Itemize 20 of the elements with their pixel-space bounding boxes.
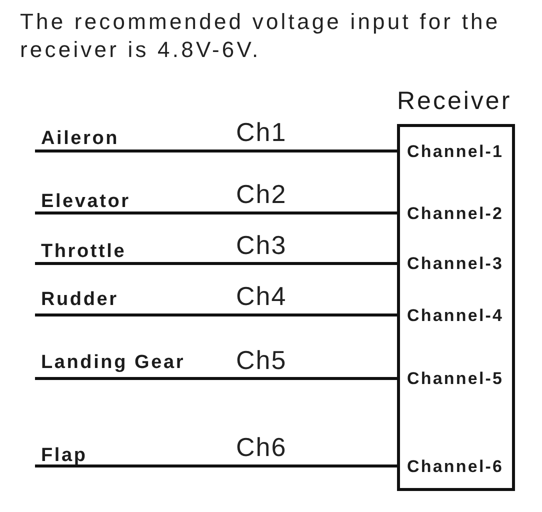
signal-label: Rudder [35, 290, 118, 314]
channel-label: Channel-1 [400, 141, 504, 161]
edge-label: Ch1 [236, 119, 287, 145]
signal-label: Aileron [35, 129, 120, 150]
channel-label: Channel-5 [400, 368, 504, 388]
signal-label: Elevator [35, 192, 130, 212]
signal-label: Landing Gear [35, 353, 186, 377]
channel-label: Channel-2 [400, 203, 504, 223]
channel-label: Channel-4 [400, 305, 504, 325]
edge-label: Ch3 [236, 232, 287, 258]
signal-label: Throttle [35, 242, 126, 262]
edge-label: Ch2 [236, 181, 287, 207]
note-text: The recommended voltage input for the receiver is 4.8V-6V. [20, 8, 502, 64]
edge-label: Ch6 [236, 434, 287, 460]
box-heading: Receiver [397, 89, 512, 114]
signal-label: Flap [35, 446, 88, 464]
edge-label: Ch5 [236, 346, 287, 372]
channel-label: Channel-3 [400, 254, 504, 274]
channel-label: Channel-6 [400, 456, 504, 476]
edge-label: Ch4 [236, 283, 287, 309]
